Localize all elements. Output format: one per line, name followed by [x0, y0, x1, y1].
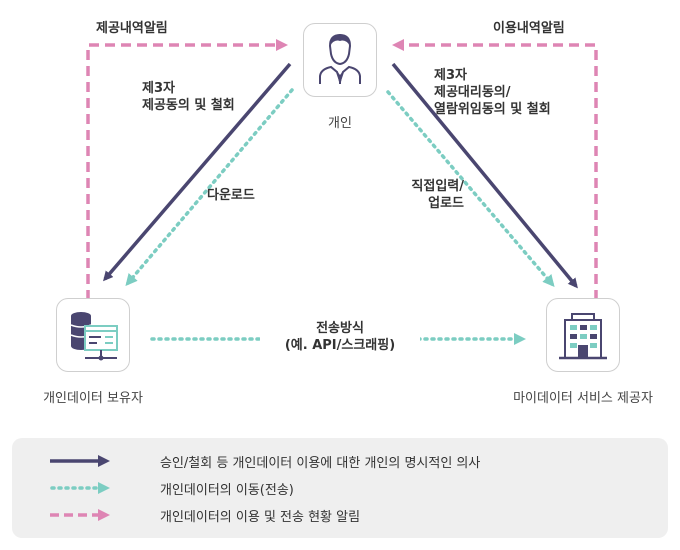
download-arrow — [125, 88, 294, 287]
legend-item-transfer: 개인데이터의 이동(전송) — [50, 478, 650, 498]
download-label: 다운로드 — [207, 188, 255, 203]
building-icon — [559, 313, 607, 360]
legend: 승인/철회 등 개인데이터 이용에 대한 개인의 명시적인 의사 개인데이터의 … — [12, 438, 668, 538]
person-label: 개인 — [328, 116, 352, 131]
transfer-method-label: 전송방식 (예. API/스크래핑) — [284, 321, 396, 353]
legend-text-notice: 개인데이터의 이용 및 전송 현황 알림 — [160, 510, 361, 525]
provider-node — [546, 298, 620, 372]
legend-text-consent: 승인/철회 등 개인데이터 이용에 대한 개인의 명시적인 의사 — [160, 456, 481, 471]
provision-notice-label: 제공내역알림 — [96, 21, 168, 36]
database-server-icon — [70, 312, 118, 361]
consent-arrow-to-provider — [391, 62, 578, 289]
provision-notice-arrow — [86, 39, 288, 300]
consent-arrow-to-holder — [103, 62, 292, 282]
person-node — [303, 23, 377, 97]
legend-text-transfer: 개인데이터의 이동(전송) — [160, 483, 294, 498]
dotted-arrow-icon — [50, 482, 110, 494]
upload-arrow — [386, 90, 555, 288]
holder-label: 개인데이터 보유자 — [43, 391, 143, 406]
solid-arrow-icon — [50, 455, 110, 467]
usage-notice-arrow — [392, 39, 598, 300]
provider-label: 마이데이터 서비스 제공자 — [513, 391, 653, 406]
third-party-left-label: 제3자 제공동의 및 철회 — [142, 81, 235, 113]
usage-notice-label: 이용내역알림 — [493, 21, 565, 36]
holder-node — [56, 298, 130, 372]
third-party-right-label: 제3자 제공대리동의/ 열람위임동의 및 철회 — [434, 68, 551, 117]
direct-input-label: 직접입력/ 업로드 — [411, 179, 464, 211]
dashed-arrow-icon — [50, 509, 110, 521]
legend-item-consent: 승인/철회 등 개인데이터 이용에 대한 개인의 명시적인 의사 — [50, 451, 650, 471]
legend-item-notice: 개인데이터의 이용 및 전송 현황 알림 — [50, 505, 650, 525]
person-icon — [319, 33, 361, 85]
